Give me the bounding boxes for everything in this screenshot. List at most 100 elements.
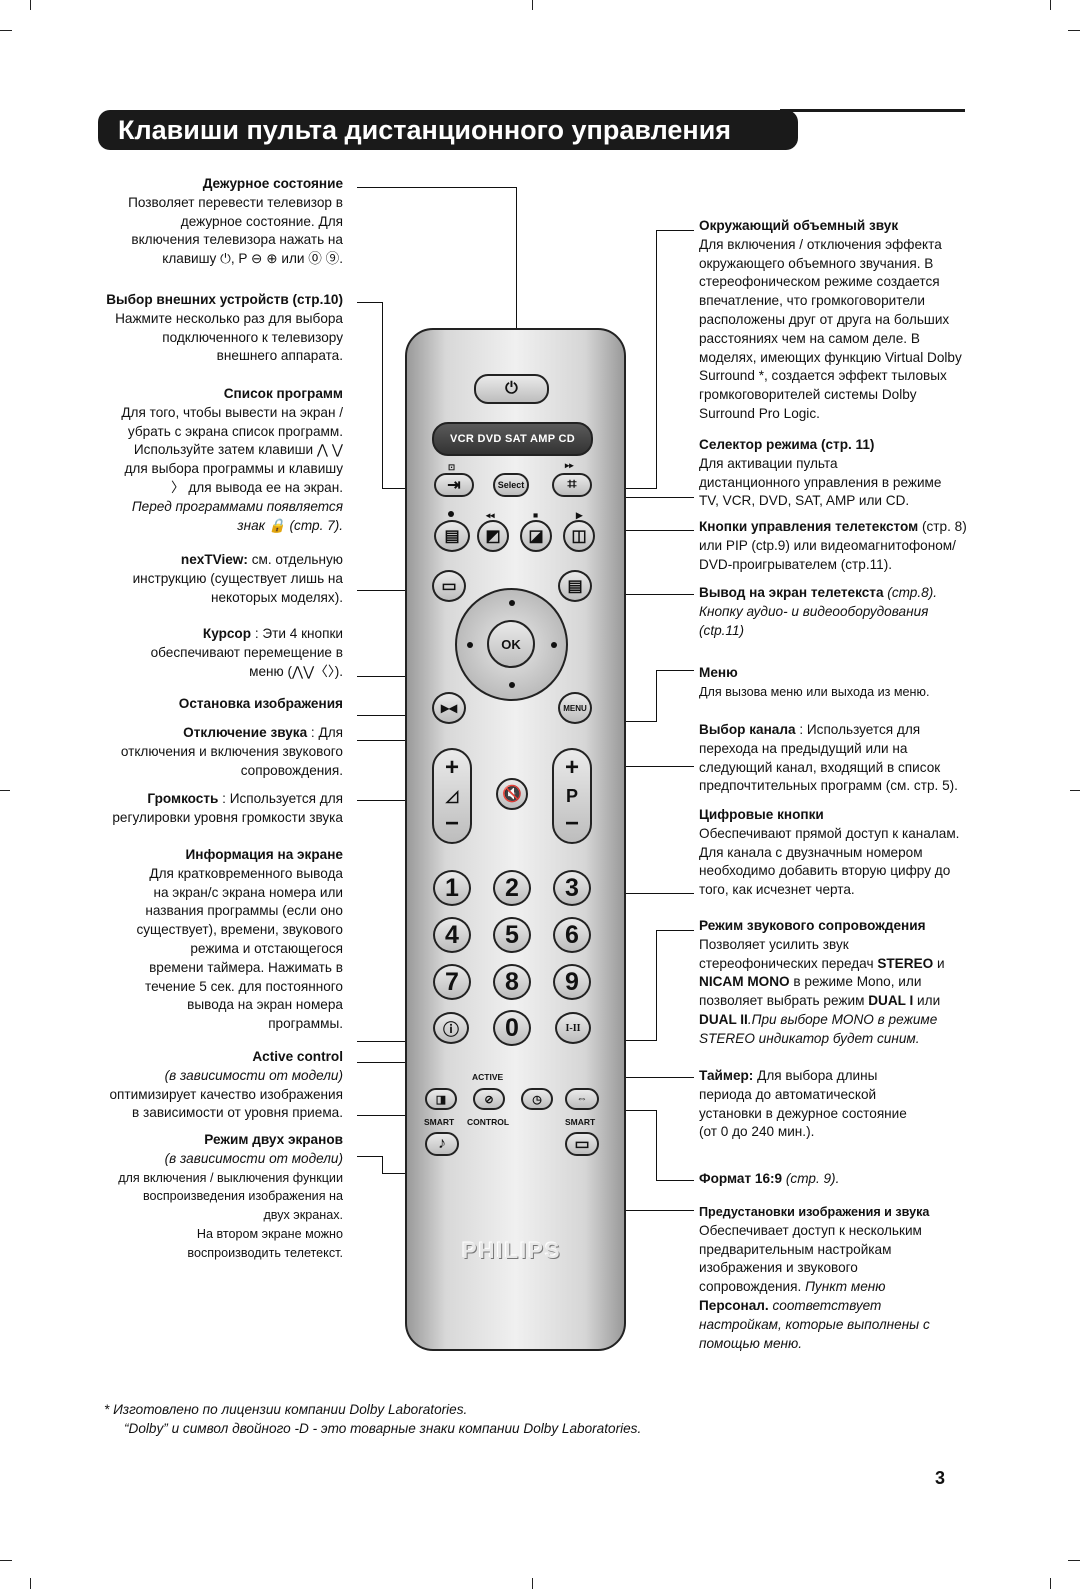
text-line: того, как исчезнет черта. [699,882,855,898]
cursor-down-button[interactable] [509,682,515,688]
crop-mark [1068,1560,1080,1561]
leader-line [382,302,383,489]
leader-line [656,230,657,489]
text-line: обеспечивают перемещение в [150,644,343,660]
crop-mark [30,0,31,10]
volume-minus-icon: − [444,810,459,837]
annotation-program-select: Выбор канала : Используется для перехода… [699,721,1019,796]
footnote: * Изготовлено по лицензии компании Dolby… [104,1400,641,1438]
sound-mode-button[interactable]: I-II [555,1012,591,1044]
annotation-mode-select: Селектор режима (стр. 11) Для активации … [699,436,1019,511]
teletext-blue-button[interactable]: ◫ [563,520,595,552]
leader-line [604,721,657,722]
text-strong: DUAL II [699,1011,748,1027]
leader-line [656,766,694,767]
heading: Режим звукового сопровождения [699,918,926,933]
digit-8-button[interactable]: 8 [493,964,531,1000]
digit-3-button[interactable]: 3 [553,870,591,906]
annotation-teletext: Вывод на экран телетекста (стр.8). Кнопк… [699,584,1019,640]
external-input-button[interactable]: ⇥ [434,473,474,497]
smart-sound-button[interactable]: ♪ [425,1132,459,1156]
dual-screen-button[interactable]: ◨ [425,1088,457,1110]
surround-icon: ⌗ [567,476,577,493]
text-line: соответствует [768,1297,882,1313]
digit-0-button[interactable]: 0 [493,1010,531,1046]
heading: Меню [699,665,738,680]
stop-icon: ■ [533,510,539,520]
teletext-button[interactable]: ▤ [558,570,592,602]
teletext-on-icon: ▤ [567,578,583,595]
heading: Окружающий объемный звук [699,218,899,233]
heading: nexTView: [180,552,248,567]
text-line: знак 🔒 (стр. 7). [237,517,343,533]
leader-line [656,1110,657,1181]
select-button[interactable]: Select [493,473,529,497]
annotation-format: Формат 16:9 (стр. 9). [699,1170,1019,1189]
format-button[interactable]: ⇔ [565,1088,599,1110]
digit-9-button[interactable]: 9 [553,964,591,1000]
digit-4-button[interactable]: 4 [433,917,471,953]
digit-5-button[interactable]: 5 [493,917,531,953]
text-line: Surround Pro Logic. [699,405,820,421]
text-line: периода до автоматической [699,1086,877,1102]
freeze-button[interactable]: ▸◂ [432,692,466,724]
active-control-button[interactable]: ⊘ [473,1088,505,1110]
text-line: двух экранах. [263,1208,343,1223]
digit-2-button[interactable]: 2 [493,870,531,906]
program-rocker[interactable]: + P − [552,748,592,844]
text-line: Для включения / отключения эффекта [699,236,942,252]
text-line: программы. [268,1016,343,1032]
teletext-red-button[interactable]: ▤ [434,520,470,552]
active-control-icon: ⊘ [484,1093,494,1106]
annotation-sound-mode: Режим звукового сопровождения Позволяет … [699,917,1019,1049]
cursor-right-button[interactable] [551,642,557,648]
digit-6-button[interactable]: 6 [553,917,591,953]
leader-line [516,187,517,377]
digit-1-button[interactable]: 1 [433,870,471,906]
power-button[interactable]: ⏻ [474,374,549,404]
text-line: или PIP (ctp.9) или видеомагнитофоном/ [699,537,956,553]
info-button[interactable]: ⓘ [433,1012,469,1044]
text-line: на экран/с экрана номера или [153,884,343,900]
text-line: (в зависимости от модели) [164,1067,343,1083]
ok-button[interactable]: OK [487,620,535,668]
remote-control: ⏻ VCR DVD SAT AMP CD ⊡ ▸▸ ⇥ Select ⌗ ◂◂ … [405,328,626,1351]
program-label: P [565,785,578,806]
zoom-icon: ◫ [571,528,587,545]
page-title: Клавиши пульта дистанционного управления [98,110,798,150]
mode-selector-bar[interactable]: VCR DVD SAT AMP CD [432,422,593,456]
smart-picture-button[interactable]: ▭ [565,1132,599,1156]
teletext-green-button[interactable]: ◩ [477,520,509,552]
text-line: STEREO индикатор будет синим. [699,1030,920,1046]
cursor-up-button[interactable] [509,600,515,606]
digit-7-button[interactable]: 7 [433,964,471,1000]
input-icon: ⇥ [447,477,461,494]
annotation-freeze: Остановка изображения [23,695,343,714]
text-line: : Эти 4 кнопки [251,626,343,641]
leader-line [357,302,383,303]
program-list-button[interactable]: ▭ [432,570,466,602]
surround-button[interactable]: ⌗ [552,473,592,497]
menu-button[interactable]: MENU [558,692,592,724]
mute-icon: 🔇 [502,786,522,803]
text-line: .При выборе MONO в режиме [747,1011,938,1027]
cursor-left-button[interactable] [467,642,473,648]
leader-line [357,187,517,188]
annotation-smart: Предустановки изображения и звука Обеспе… [699,1203,1019,1353]
text-line: течение 5 сек. для постоянного [145,978,343,994]
leader-line [357,715,437,716]
text-line: стереофонических передач [699,955,878,971]
volume-rocker[interactable]: + ◿ − [432,748,472,844]
text-line: На втором экране можно [196,1226,343,1241]
text-line: расположены друг от друга на больших [699,311,950,327]
mute-button[interactable]: 🔇 [496,778,528,810]
text-line: Кнопку аудио- и видеооборудования [699,603,929,619]
teletext-yellow-button[interactable]: ◪ [520,520,552,552]
timer-button[interactable]: ◷ [521,1088,553,1110]
text-line: для включения / выключения функции [118,1170,343,1185]
text-line: стереофоническом режиме создается [699,274,940,290]
rewind-icon: ◂◂ [486,510,495,520]
annotation-standby: Дежурное состояние Позволяет перевести т… [43,175,343,269]
program-list-icon: ▭ [441,578,457,595]
heading: Селектор режима (стр. 11) [699,437,875,452]
